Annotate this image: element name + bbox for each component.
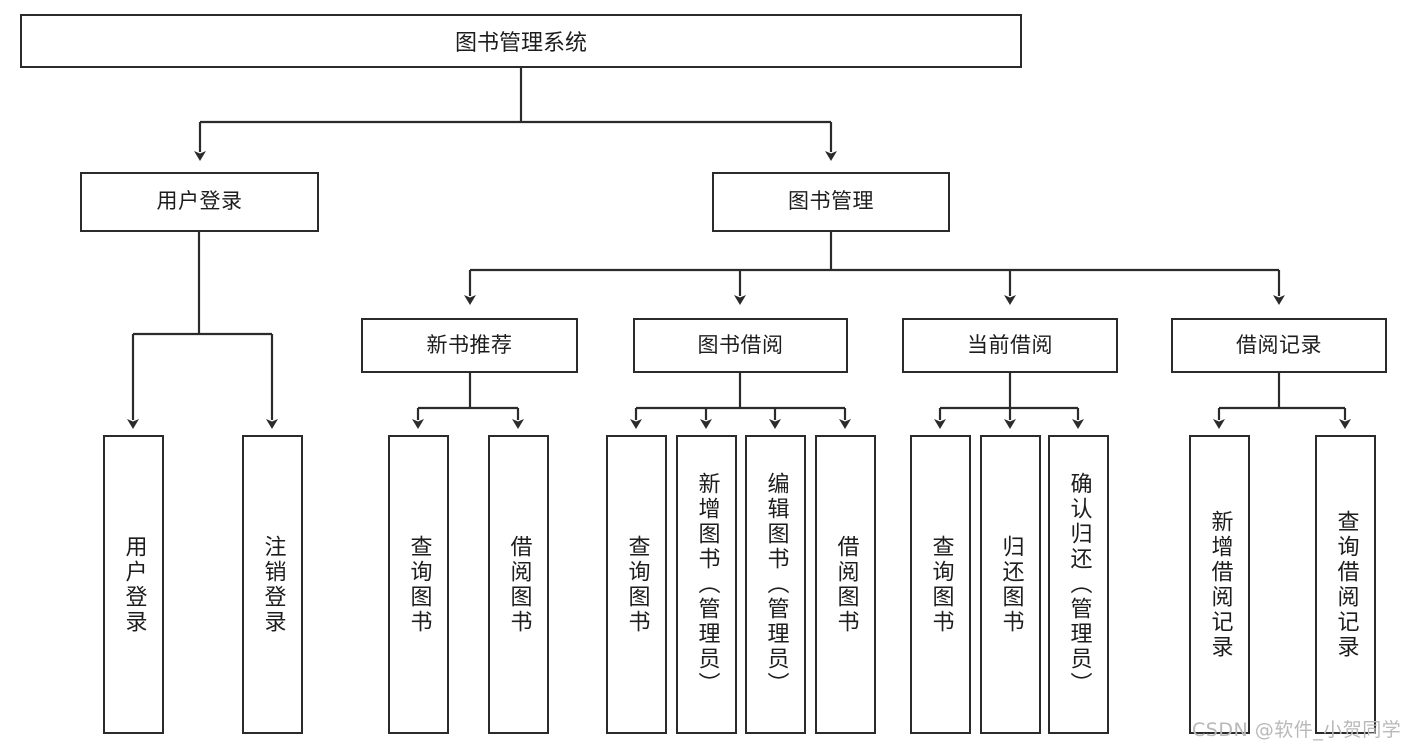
leaf-borrow-record-add-label: 新增借阅记录: [1207, 509, 1233, 660]
node-root-system-label: 图书管理系统: [454, 31, 587, 56]
leaf-book-borrow-query-label: 查询图书: [624, 534, 650, 635]
leaf-book-borrow-edit-label: 编辑图书（管理员）: [763, 472, 789, 697]
leaf-new-book-query-label: 查询图书: [406, 534, 432, 635]
node-borrow-record[interactable]: 借阅记录: [1171, 318, 1387, 373]
leaf-book-borrow-query[interactable]: 查询图书: [606, 435, 667, 734]
node-new-book-recommend-label: 新书推荐: [426, 332, 513, 357]
leaf-user-login-signout[interactable]: 注销登录: [242, 435, 303, 734]
node-book-borrow-label: 图书借阅: [697, 332, 784, 357]
node-book-management[interactable]: 图书管理: [712, 172, 950, 232]
leaf-current-borrow-query[interactable]: 查询图书: [910, 435, 971, 734]
leaf-current-borrow-query-label: 查询图书: [928, 534, 954, 635]
node-current-borrow[interactable]: 当前借阅: [902, 318, 1118, 373]
node-current-borrow-label: 当前借阅: [967, 332, 1053, 357]
leaf-borrow-record-query-label: 查询借阅记录: [1333, 509, 1359, 660]
leaf-book-borrow-edit[interactable]: 编辑图书（管理员）: [745, 435, 806, 734]
leaf-current-borrow-confirm-return-label: 确认归还（管理员）: [1066, 472, 1092, 697]
leaf-book-borrow-lend[interactable]: 借阅图书: [815, 435, 876, 734]
node-borrow-record-label: 借阅记录: [1236, 332, 1322, 357]
leaf-new-book-borrow[interactable]: 借阅图书: [488, 435, 549, 734]
leaf-current-borrow-return-label: 归还图书: [998, 534, 1024, 635]
leaf-current-borrow-confirm-return[interactable]: 确认归还（管理员）: [1048, 435, 1109, 734]
node-user-login[interactable]: 用户登录: [80, 172, 319, 232]
leaf-user-login-signin[interactable]: 用户登录: [103, 435, 164, 734]
leaf-user-login-signin-label: 用户登录: [121, 534, 147, 635]
node-root-system[interactable]: 图书管理系统: [20, 14, 1022, 68]
leaf-user-login-signout-label: 注销登录: [260, 534, 286, 635]
leaf-borrow-record-add[interactable]: 新增借阅记录: [1189, 435, 1250, 734]
leaf-book-borrow-lend-label: 借阅图书: [833, 534, 859, 635]
leaf-borrow-record-query[interactable]: 查询借阅记录: [1315, 435, 1376, 734]
node-book-borrow[interactable]: 图书借阅: [633, 318, 848, 373]
leaf-new-book-query[interactable]: 查询图书: [388, 435, 449, 734]
node-new-book-recommend[interactable]: 新书推荐: [361, 318, 578, 373]
node-book-management-label: 图书管理: [788, 189, 874, 214]
watermark-csdn: CSDN @软件_小贺同学: [1192, 719, 1402, 741]
leaf-book-borrow-add-label: 新增图书（管理员）: [694, 472, 720, 697]
node-user-login-label: 用户登录: [156, 189, 243, 214]
leaf-book-borrow-add[interactable]: 新增图书（管理员）: [676, 435, 737, 734]
leaf-current-borrow-return[interactable]: 归还图书: [980, 435, 1041, 734]
leaf-new-book-borrow-label: 借阅图书: [506, 534, 532, 635]
